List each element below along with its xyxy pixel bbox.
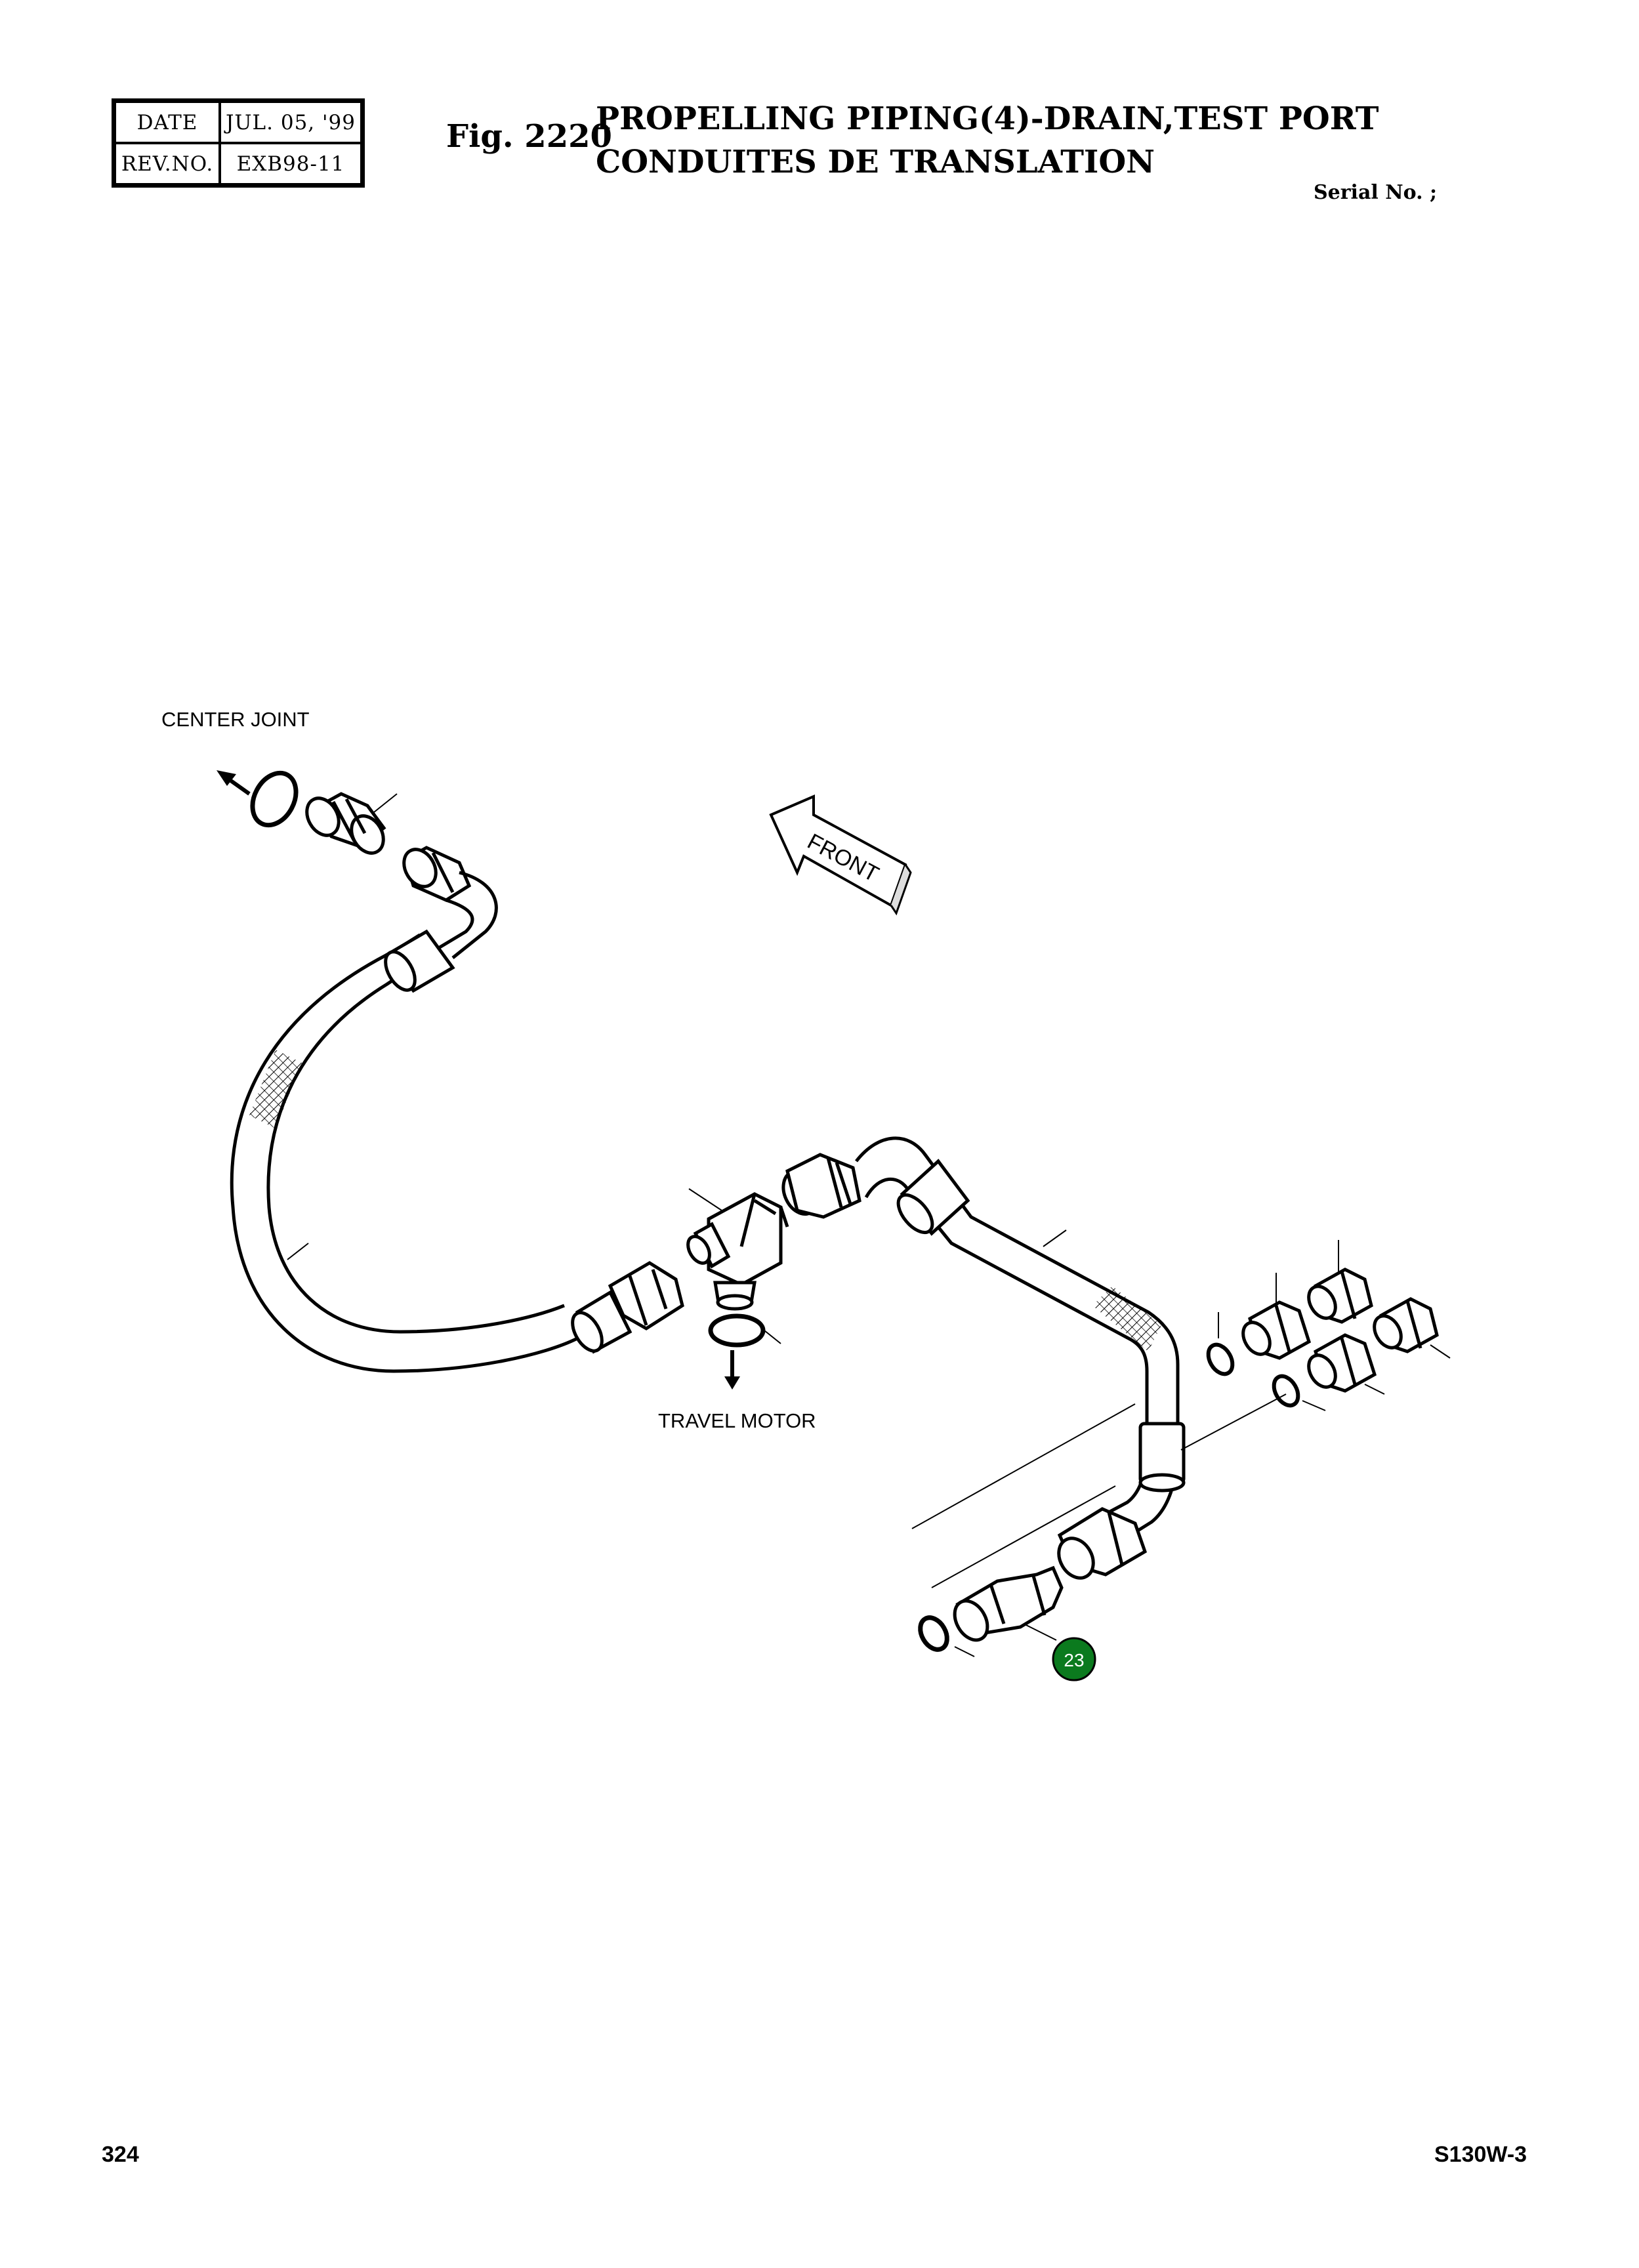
date-label: DATE: [115, 102, 220, 143]
connector-center-joint: [305, 792, 386, 855]
hose-nut-top: [402, 846, 472, 902]
callout-23[interactable]: 23: [1052, 1637, 1096, 1681]
o-ring-test-port: [918, 1615, 949, 1652]
plug-upper-right: [1307, 1268, 1373, 1324]
front-direction-arrow: FRONT: [769, 794, 912, 916]
o-ring-center-joint: [250, 770, 299, 828]
pipe-right-lower-nut: [1057, 1507, 1148, 1580]
test-port-connector: [953, 1565, 1064, 1642]
plug-lower-right: [1373, 1297, 1439, 1353]
pipe-right-hatch: [1092, 1286, 1161, 1351]
hose-left-hatch: [249, 1050, 302, 1128]
o-ring-travel-motor: [708, 1313, 766, 1348]
title-french: CONDUITES DE TRANSLATION: [596, 144, 1155, 180]
page-number: 324: [102, 2142, 139, 2167]
serial-number: Serial No. ;: [1314, 181, 1438, 204]
o-ring-right-b: [1272, 1374, 1300, 1408]
hose-left: [230, 871, 579, 1373]
rev-label: REV.NO.: [115, 143, 220, 184]
pipe-right-elbow-ferrule: [896, 1159, 970, 1236]
date-value: JUL. 05, '99: [220, 102, 362, 143]
title-english: PROPELLING PIPING(4)-DRAIN,TEST PORT: [596, 100, 1379, 137]
model-number: S130W-3: [1434, 2142, 1527, 2167]
pipe-right-top-fitting: [781, 1153, 861, 1219]
adapter-upper-left: [1241, 1300, 1312, 1360]
tee-fitting: [686, 1192, 789, 1311]
figure-title: PROPELLING PIPING(4)-DRAIN,TEST PORT CON…: [596, 97, 1379, 184]
rev-value: EXB98-11: [220, 143, 362, 184]
guide-lines: [911, 1393, 1287, 1588]
travel-motor-label: TRAVEL MOTOR: [658, 1409, 816, 1432]
hose-left-lower-fitting: [571, 1261, 684, 1354]
travel-motor-arrow: [724, 1350, 740, 1390]
adapter-lower-middle: [1307, 1333, 1377, 1393]
callout-23-number: 23: [1064, 1650, 1084, 1670]
hose-left-ferrule: [384, 929, 455, 993]
center-joint-label: CENTER JOINT: [161, 708, 310, 731]
center-joint-arrow: [217, 770, 251, 796]
o-ring-right-a: [1206, 1342, 1235, 1376]
revision-table: DATE JUL. 05, '99 REV.NO. EXB98-11: [112, 98, 365, 188]
figure-number: Fig. 2220: [446, 118, 612, 155]
pipe-right-lower-ferrule: [1138, 1422, 1186, 1493]
